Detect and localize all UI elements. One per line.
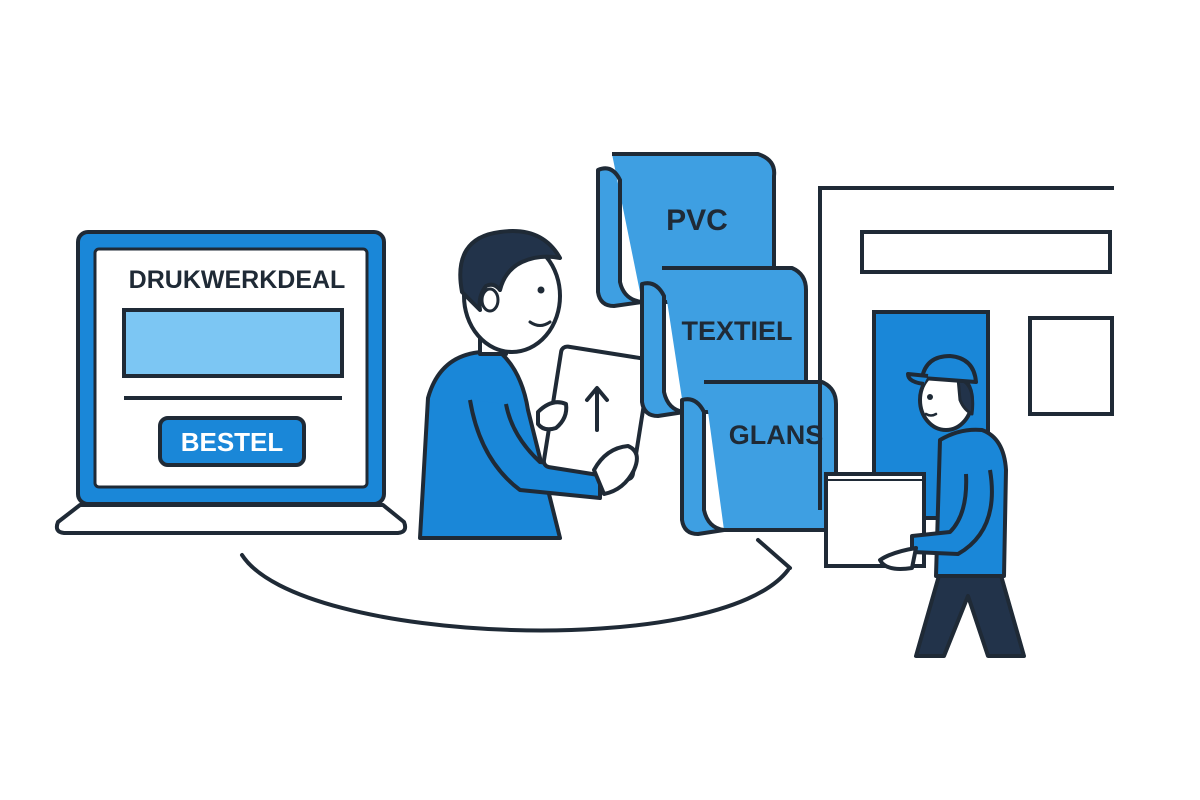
- person-ear: [480, 287, 500, 313]
- person-with-tablet: [418, 229, 653, 540]
- store-outline: [818, 186, 1114, 510]
- search-field[interactable]: [122, 308, 344, 378]
- courier-cap: [920, 354, 978, 384]
- banner-pvc-label: PVC: [666, 204, 728, 237]
- courier-hair: [956, 376, 975, 416]
- store-window: [1028, 316, 1114, 416]
- bestel-button-label[interactable]: BESTEL: [181, 427, 284, 457]
- courier-hand: [878, 546, 918, 571]
- person-arm-back: [468, 399, 602, 500]
- courier-mouth: [924, 412, 938, 417]
- bestel-button-shape[interactable]: [158, 416, 306, 467]
- store-sign: [860, 230, 1112, 274]
- banner-glans-shape: [680, 380, 838, 536]
- flow-arc: [240, 553, 790, 633]
- bestel-button[interactable]: BESTEL: [158, 416, 306, 467]
- material-banner-textiel: TEXTIEL: [640, 266, 808, 418]
- courier-cap-visor: [906, 372, 929, 386]
- banner-glans-label: GLANS: [729, 420, 824, 450]
- brand-title: DRUKWERKDEAL: [129, 266, 346, 294]
- person-hair: [458, 229, 562, 312]
- person-hand-right: [592, 444, 639, 496]
- courier-arm: [910, 469, 994, 556]
- package-box[interactable]: [824, 472, 926, 568]
- flow-arc-tick: [756, 538, 792, 570]
- store-building: [818, 186, 1114, 520]
- person-smile: [528, 320, 552, 327]
- material-banner-glans: GLANS: [680, 380, 838, 536]
- banner-textiel-label: TEXTIEL: [681, 316, 792, 346]
- laptop: DRUKWERKDEAL BESTEL: [54, 230, 408, 535]
- person-hand-left: [536, 400, 569, 432]
- banner-textiel-shape: [640, 266, 808, 418]
- laptop-base: [54, 503, 408, 535]
- person-eye: [537, 286, 545, 294]
- courier-eye: [927, 394, 933, 400]
- arrow-up-icon[interactable]: [585, 386, 609, 432]
- delivery-person: [824, 354, 1026, 658]
- courier-legs: [914, 570, 1026, 658]
